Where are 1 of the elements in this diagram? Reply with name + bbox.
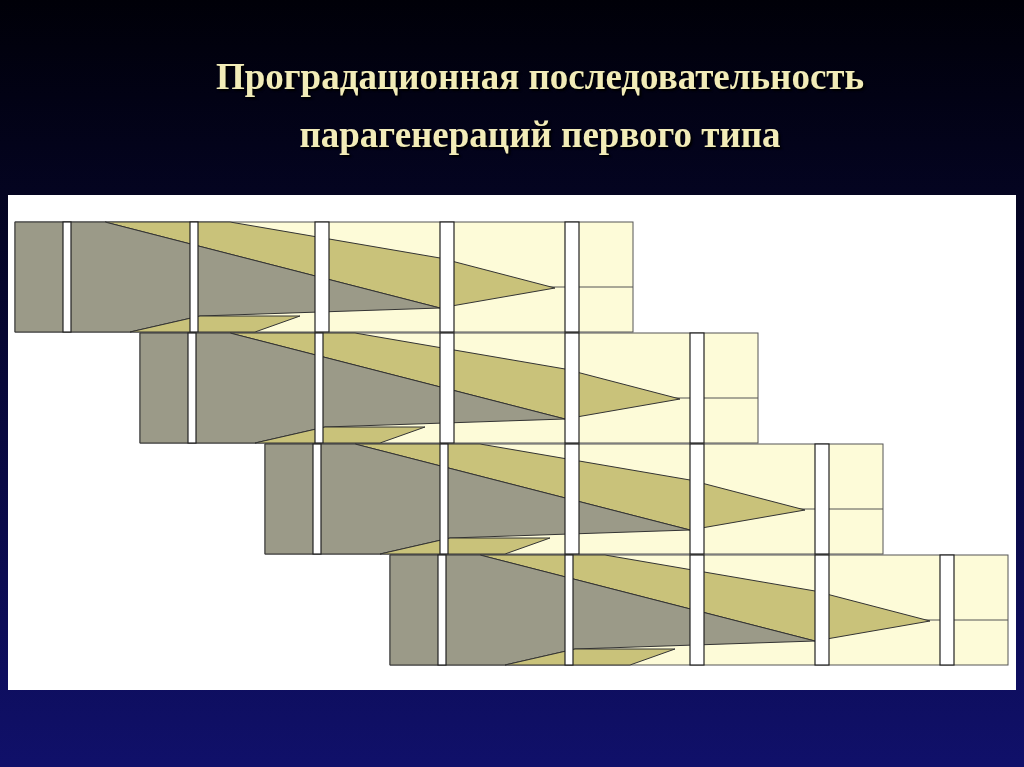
slide-title: Проградационная последовательность парагенераций первого типа [214,55,866,157]
